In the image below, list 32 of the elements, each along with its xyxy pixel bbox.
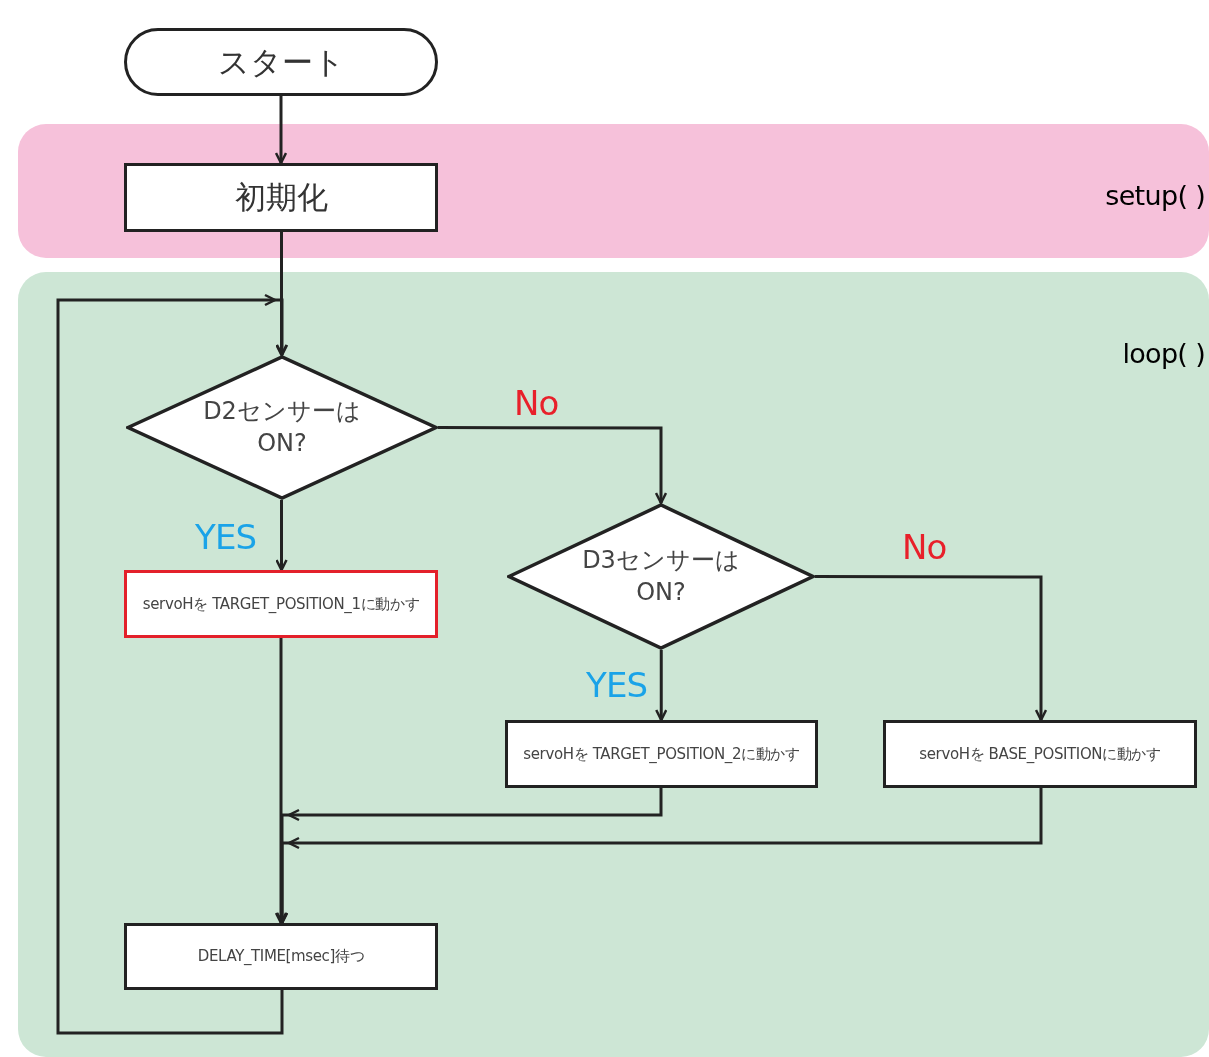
arrow: [438, 426, 668, 505]
arrow: [275, 232, 288, 357]
node-text: D2センサーはON?: [202, 396, 362, 459]
node-text: loop( ): [1122, 337, 1205, 371]
node-text: servoHを TARGET_POSITION_2に動かす: [523, 743, 800, 765]
arrow: [274, 638, 288, 925]
process-box: [505, 720, 818, 788]
node-text: スタート: [217, 42, 345, 82]
node-text: setup( ): [1105, 179, 1205, 213]
edge-label: YES: [586, 664, 648, 707]
swimlane-band: [18, 272, 1209, 1057]
edge-label: No: [902, 526, 947, 569]
process-box: [124, 923, 438, 990]
process-box: [124, 570, 438, 638]
node-text: D3センサーはON?: [581, 545, 741, 608]
swimlane-band: [18, 124, 1209, 258]
arrow: [274, 96, 288, 165]
node-text: 初期化: [234, 178, 328, 218]
arrow: [275, 500, 288, 572]
arrow: [56, 293, 289, 1035]
node-text: servoHを BASE_POSITIONに動かす: [919, 743, 1161, 765]
edge-label: YES: [195, 516, 257, 559]
arrow: [275, 788, 1043, 925]
edge-label: No: [514, 382, 559, 425]
node-text: DELAY_TIME[msec]待つ: [197, 946, 365, 967]
process-box: [124, 163, 438, 232]
decision-diamond: [126, 355, 438, 500]
arrow: [815, 575, 1048, 722]
arrow: [655, 650, 668, 722]
node-text: servoHを TARGET_POSITION_1に動かす: [142, 593, 420, 615]
decision-diamond: [507, 503, 815, 650]
process-box: [883, 720, 1197, 788]
